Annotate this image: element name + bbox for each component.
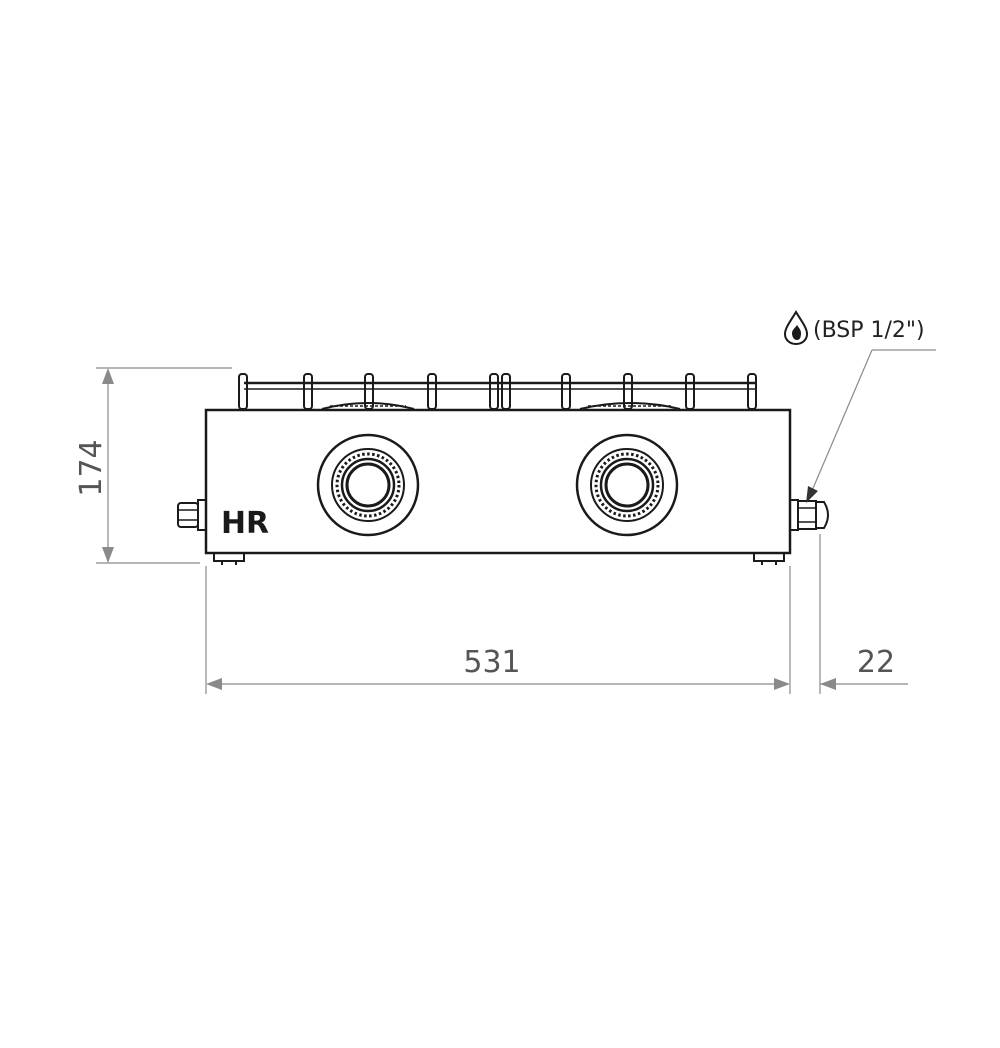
brand-logo: HR: [221, 506, 269, 541]
stove-body: [204, 408, 792, 565]
left-side-fitting: [177, 499, 207, 531]
width-dimension: [205, 566, 791, 694]
width-dimension-label: 531: [463, 645, 520, 680]
gas-connection-label: (BSP 1/2"): [813, 318, 925, 343]
pan-support-grates: [238, 373, 757, 410]
height-dimension: [96, 367, 232, 564]
connector-depth-dimension: [819, 534, 908, 694]
gas-connection-callout: [806, 349, 936, 503]
gas-connector: [789, 499, 829, 531]
control-knob-right: [575, 433, 679, 537]
height-dimension-label: 174: [74, 439, 109, 496]
gas-drop-icon: [783, 310, 809, 346]
control-knob-left: [316, 433, 420, 537]
connector-depth-label: 22: [857, 645, 895, 680]
